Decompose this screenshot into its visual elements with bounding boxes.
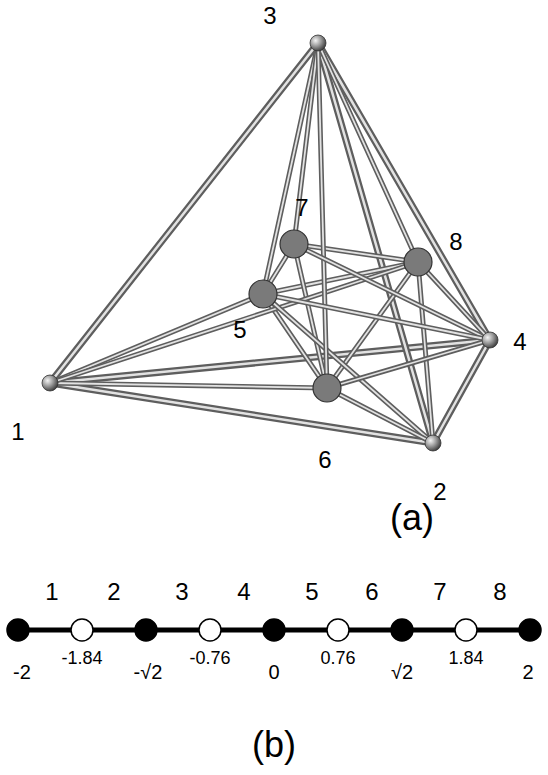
path-vertices xyxy=(7,619,541,641)
open-vertex xyxy=(71,619,93,641)
inner-vertex xyxy=(313,374,341,402)
filled-vertex xyxy=(263,619,285,641)
eigenvalue: 2 xyxy=(522,662,533,682)
vertex-number: 6 xyxy=(365,580,378,604)
filled-vertex xyxy=(391,619,413,641)
eigenvalue: -1.84 xyxy=(61,649,102,667)
edge-highlight xyxy=(50,43,318,383)
vertex-number: 8 xyxy=(449,230,462,254)
graph-edge xyxy=(318,43,327,388)
outer-vertex xyxy=(42,375,58,391)
eigenvalue: 1.84 xyxy=(448,649,483,667)
graph-edge xyxy=(418,262,433,443)
vertex-number: 4 xyxy=(237,580,250,604)
graph-edge xyxy=(294,244,490,340)
vertex-number: 7 xyxy=(295,196,308,220)
vertex-number: 2 xyxy=(107,580,120,604)
graph-edge xyxy=(318,43,418,262)
edge-highlight xyxy=(418,262,433,443)
vertex-number: 3 xyxy=(263,4,276,28)
eigenvalue: -0.76 xyxy=(189,649,230,667)
filled-vertex xyxy=(519,619,541,641)
vertex-number: 1 xyxy=(45,580,58,604)
vertex-number: 6 xyxy=(318,448,331,472)
panel-label: (a) xyxy=(390,500,434,536)
edge-highlight xyxy=(327,340,490,388)
outer-vertex xyxy=(425,435,441,451)
graph-vertices xyxy=(42,35,498,451)
vertex-number: 8 xyxy=(493,580,506,604)
vertex-number: 4 xyxy=(513,330,526,354)
edge-highlight xyxy=(263,294,490,340)
edge-highlight xyxy=(318,43,418,262)
graph-edge xyxy=(327,388,433,443)
eigenvalue: 0 xyxy=(268,662,279,682)
edge-highlight xyxy=(294,244,490,340)
open-vertex xyxy=(455,619,477,641)
graph-edge xyxy=(294,43,318,244)
filled-vertex xyxy=(7,619,29,641)
graph-edge xyxy=(327,340,490,388)
graph-edge xyxy=(50,294,263,383)
inner-vertex xyxy=(404,248,432,276)
open-vertex xyxy=(199,619,221,641)
vertex-number: 5 xyxy=(233,318,246,342)
inner-vertex xyxy=(249,280,277,308)
panel-label: (b) xyxy=(252,727,296,763)
eigenvalue: -√2 xyxy=(134,662,163,682)
edge-highlight xyxy=(263,294,433,443)
graph-edge xyxy=(50,383,327,388)
graph-edge xyxy=(263,294,490,340)
eigenvalue: -2 xyxy=(13,662,31,682)
vertex-number: 2 xyxy=(433,480,446,504)
edge-highlight xyxy=(50,383,327,388)
filled-vertex xyxy=(135,619,157,641)
outer-vertex xyxy=(482,332,498,348)
edge-highlight xyxy=(327,388,433,443)
outer-vertex xyxy=(310,35,326,51)
edge-highlight xyxy=(263,43,318,294)
vertex-number: 1 xyxy=(11,420,24,444)
vertex-number: 3 xyxy=(175,580,188,604)
eigenvalue: 0.76 xyxy=(320,649,355,667)
inner-vertex xyxy=(280,230,308,258)
graph-edge xyxy=(263,43,318,294)
vertex-number: 7 xyxy=(433,580,446,604)
graph-edge xyxy=(50,43,318,383)
vertex-number: 5 xyxy=(305,580,318,604)
path-graph xyxy=(7,619,541,641)
open-vertex xyxy=(327,619,349,641)
edge-highlight xyxy=(318,43,327,388)
graph-edges xyxy=(50,43,490,443)
graph-edge xyxy=(263,294,433,443)
edge-highlight xyxy=(50,294,263,383)
edge-highlight xyxy=(294,43,318,244)
eigenvalue: √2 xyxy=(391,662,413,682)
